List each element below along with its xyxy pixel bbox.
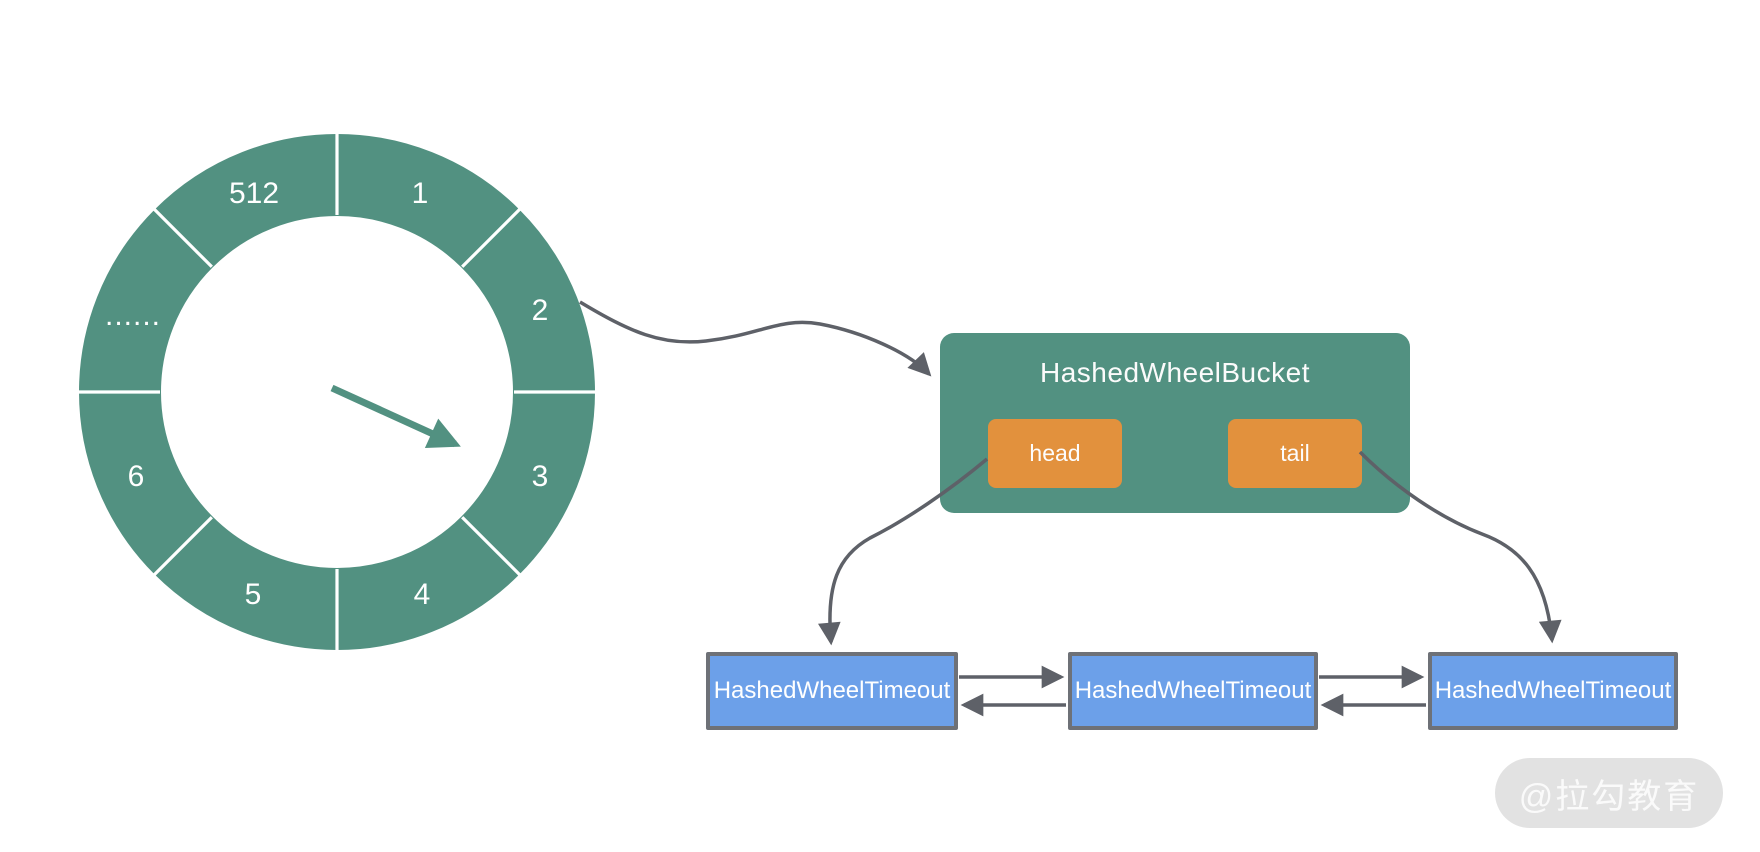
watermark-badge: @拉勾教育 (1495, 758, 1723, 828)
timeout-node: HashedWheelTimeout (1068, 652, 1318, 730)
wheel-segment-label-1: 1 (412, 177, 429, 210)
head-node-label: head (1029, 440, 1081, 466)
timeout-node: HashedWheelTimeout (706, 652, 958, 730)
wheel-divider (461, 516, 522, 577)
wheel-segment-label-6: 6 (128, 460, 145, 493)
wheel-segment-label-512: 512 (229, 177, 279, 210)
timeout-node-label: HashedWheelTimeout (713, 677, 951, 704)
head-node: head (988, 419, 1122, 488)
bucket-title: HashedWheelBucket (1040, 357, 1310, 388)
wheel-ring (79, 134, 595, 650)
tail-node-label: tail (1280, 440, 1310, 466)
watermark-text: @拉勾教育 (1518, 777, 1700, 816)
wheel-segment-label-4: 4 (414, 578, 431, 611)
wheel-pointer-arrow (330, 384, 461, 448)
wheel-segment-label-5: 5 (245, 578, 262, 611)
wheel-divider (461, 207, 522, 268)
tail-node: tail (1228, 419, 1362, 488)
timeout-node: HashedWheelTimeout (1428, 652, 1678, 730)
connector-wheel-to-bucket (579, 300, 932, 377)
timeout-node-label: HashedWheelTimeout (1074, 677, 1312, 704)
wheel-segment-label-2: 2 (532, 294, 549, 327)
bucket-panel: HashedWheelBucket head tail (940, 333, 1410, 513)
wheel-dividers (78, 133, 596, 651)
timeout-node-label: HashedWheelTimeout (1434, 677, 1672, 704)
timer-wheel: 1 2 3 4 5 6 ...... 512 (78, 133, 596, 651)
wheel-divider (152, 516, 213, 577)
wheel-divider (152, 207, 213, 268)
wheel-segment-label-3: 3 (532, 460, 549, 493)
wheel-segment-label-ellipsis: ...... (105, 299, 161, 332)
